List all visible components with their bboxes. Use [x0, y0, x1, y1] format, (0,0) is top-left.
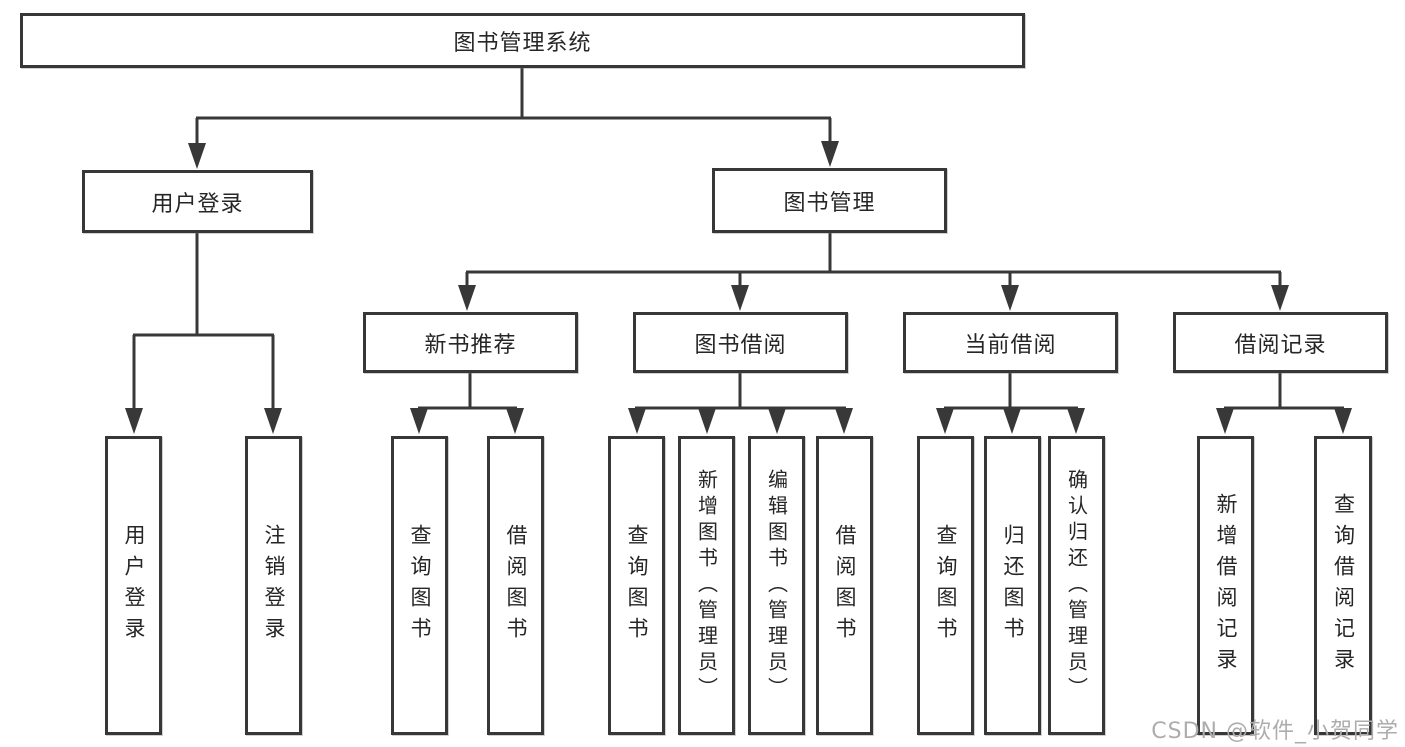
- node-book-management: 图书管理: [712, 168, 947, 233]
- arrowhead-icons: [125, 141, 1352, 434]
- node-leaf-cb-query-books: 查询图书: [917, 436, 974, 735]
- connector-segments: [132, 67, 1344, 412]
- node-leaf-bb-query-books-label: 查询图书: [625, 523, 650, 648]
- node-leaf-bb-add-books: 新增图书（管理员）: [678, 436, 735, 735]
- node-leaf-br-add-record: 新增借阅记录: [1197, 436, 1254, 735]
- node-leaf-br-query-record: 查询借阅记录: [1314, 436, 1372, 735]
- node-leaf-bb-add-books-label: 新增图书（管理员）: [694, 468, 719, 703]
- node-leaf-bb-query-books: 查询图书: [608, 436, 665, 735]
- node-new-book-recommend: 新书推荐: [363, 312, 578, 373]
- node-leaf-bb-borrow-books-label: 借阅图书: [833, 523, 858, 648]
- node-borrowing-records-label: 借阅记录: [1234, 332, 1327, 358]
- watermark: CSDN @软件_小贺同学: [1151, 719, 1399, 744]
- node-leaf-cb-confirm-return-label: 确认归还（管理员）: [1064, 468, 1089, 703]
- node-leaf-cb-query-books-label: 查询图书: [934, 523, 959, 648]
- node-leaf-br-add-record-label: 新增借阅记录: [1214, 492, 1239, 679]
- node-book-borrowing-label: 图书借阅: [694, 332, 787, 358]
- node-new-book-recommend-label: 新书推荐: [424, 332, 517, 358]
- node-leaf-cb-return-books: 归还图书: [984, 436, 1041, 735]
- node-root-label: 图书管理系统: [453, 30, 592, 56]
- node-leaf-logout: 注销登录: [245, 436, 302, 735]
- node-leaf-user-login: 用户登录: [105, 436, 162, 735]
- node-leaf-logout-label: 注销登录: [262, 523, 287, 648]
- node-root: 图书管理系统: [20, 13, 1025, 68]
- node-leaf-user-login-label: 用户登录: [122, 523, 147, 648]
- node-leaf-cb-return-books-label: 归还图书: [1001, 523, 1026, 648]
- node-leaf-cb-confirm-return: 确认归还（管理员）: [1048, 436, 1105, 735]
- node-leaf-bb-edit-books: 编辑图书（管理员）: [748, 436, 805, 735]
- node-user-login: 用户登录: [82, 170, 313, 233]
- node-leaf-bb-edit-books-label: 编辑图书（管理员）: [764, 468, 789, 703]
- node-current-borrowing: 当前借阅: [903, 312, 1118, 373]
- node-leaf-nbr-query-books-label: 查询图书: [408, 523, 433, 648]
- node-borrowing-records: 借阅记录: [1173, 312, 1388, 373]
- node-leaf-bb-borrow-books: 借阅图书: [816, 436, 873, 735]
- node-leaf-nbr-borrow-books-label: 借阅图书: [504, 523, 529, 648]
- node-book-management-label: 图书管理: [783, 190, 876, 216]
- node-user-login-label: 用户登录: [151, 191, 244, 217]
- node-leaf-br-query-record-label: 查询借阅记录: [1331, 492, 1356, 679]
- node-leaf-nbr-borrow-books: 借阅图书: [487, 436, 544, 735]
- node-current-borrowing-label: 当前借阅: [964, 332, 1057, 358]
- node-book-borrowing: 图书借阅: [633, 312, 848, 373]
- node-leaf-nbr-query-books: 查询图书: [391, 436, 448, 735]
